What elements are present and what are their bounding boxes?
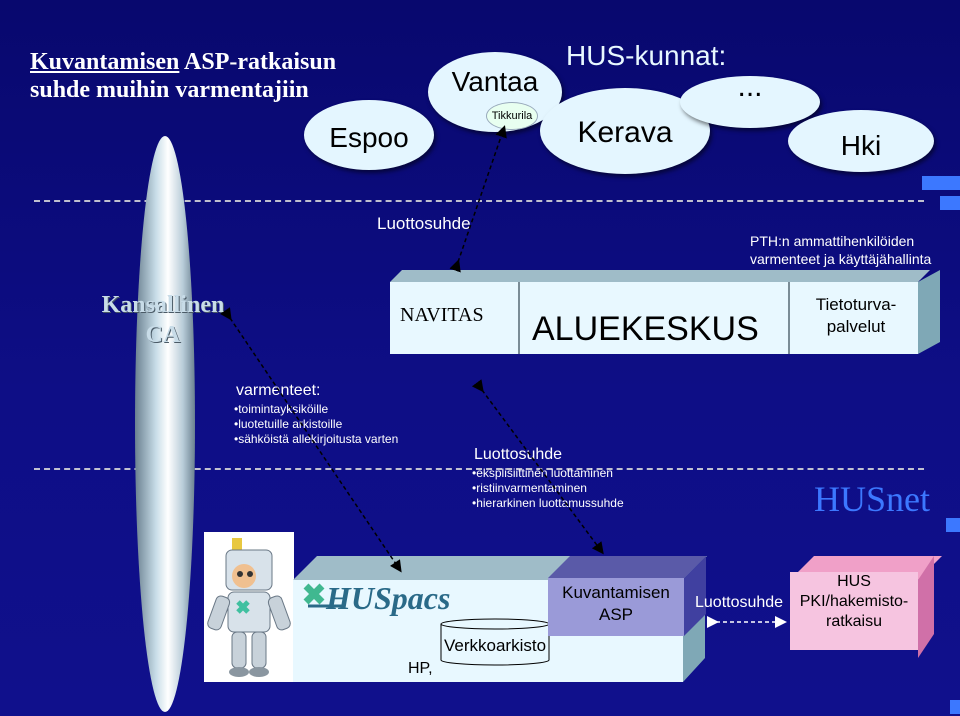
tietoturva-line1: Tietoturva- [815, 295, 897, 314]
verkkoarkisto-cylinder: Verkkoarkisto [440, 618, 550, 666]
kuvantamisen-line1: Kuvantamisen [562, 583, 670, 602]
hus-pki-box-side [918, 556, 934, 658]
hki-label: Hki [840, 130, 882, 161]
pth-line2: varmenteet ja käyttäjähallinta [750, 251, 932, 267]
slide-title: Kuvantamisen ASP-ratkaisun suhde muihin … [30, 48, 390, 104]
kerava-ellipse: Kerava [540, 88, 710, 174]
vantaa-ellipse: Vantaa [428, 52, 562, 132]
pth-text: PTH:n ammattihenkilöiden varmenteet ja k… [750, 232, 931, 268]
vantaa-label: Vantaa [451, 66, 539, 97]
hus-pki-box: HUS PKI/hakemisto- ratkaisu [790, 572, 918, 650]
kansallinen-ca-oval [135, 136, 195, 712]
pki-line1: HUS [837, 573, 871, 590]
tikkurila-label: Tikkurila [491, 110, 533, 122]
hp-label: HP, [408, 660, 433, 677]
trust-arrow-tikkurila [449, 125, 507, 273]
luottosuhde-bottom-label: Luottosuhde [695, 594, 784, 611]
ca-line2: CA [145, 322, 181, 348]
aluekeskus-divider [788, 282, 790, 354]
ellipsis-ellipse: ... [680, 70, 820, 128]
kansallinen-ca-label: Kansallinen CA [88, 290, 238, 350]
decor-square [946, 518, 960, 532]
trust-arrow-ca-huspacs [219, 307, 402, 573]
kuvantamisen-asp-box: Kuvantamisen ASP [548, 578, 684, 636]
hus-kunnat-heading: HUS-kunnat: [566, 40, 727, 71]
ellipsis-label: ... [737, 70, 763, 103]
tietoturva-label: Tietoturva- palvelut [796, 294, 916, 338]
kuvantamisen-asp-box-side [684, 556, 706, 636]
huspacs-logo-text: HUSpacs [326, 580, 451, 616]
decor-square [940, 196, 960, 210]
decor-square [922, 176, 960, 190]
trust-arrow-aluekeskus-kuv [471, 379, 604, 555]
title-rest: ASP-ratkaisun [179, 49, 337, 75]
aluekeskus-box-side [918, 270, 940, 354]
huspacs-logo: HUSpacs [302, 576, 452, 630]
espoo-label: Espoo [329, 122, 409, 153]
title-line2: suhde muihin varmentajiin [30, 77, 309, 103]
pth-line1: PTH:n ammattihenkilöiden [750, 233, 915, 249]
pki-line3: ratkaisu [825, 613, 883, 630]
title-underlined: Kuvantamisen [30, 49, 180, 75]
aluekeskus-divider [518, 282, 520, 354]
kerava-label: Kerava [577, 116, 673, 149]
aluekeskus-label: ALUEKESKUS [532, 310, 759, 348]
kuvantamisen-line2: ASP [598, 605, 634, 624]
espoo-ellipse: Espoo [304, 100, 434, 170]
verkkoarkisto-label: Verkkoarkisto [444, 636, 547, 655]
aluekeskus-box [390, 282, 918, 354]
hki-ellipse: Hki [788, 110, 934, 172]
ca-line1: Kansallinen [101, 292, 225, 318]
pki-line2: PKI/hakemisto- [799, 593, 909, 610]
decor-square [950, 700, 960, 714]
luottosuhde-top-label: Luottosuhde [377, 214, 471, 233]
husnet-label: HUSnet [814, 479, 930, 519]
navitas-label: NAVITAS [400, 304, 484, 326]
tietoturva-line2: palvelut [826, 317, 886, 336]
